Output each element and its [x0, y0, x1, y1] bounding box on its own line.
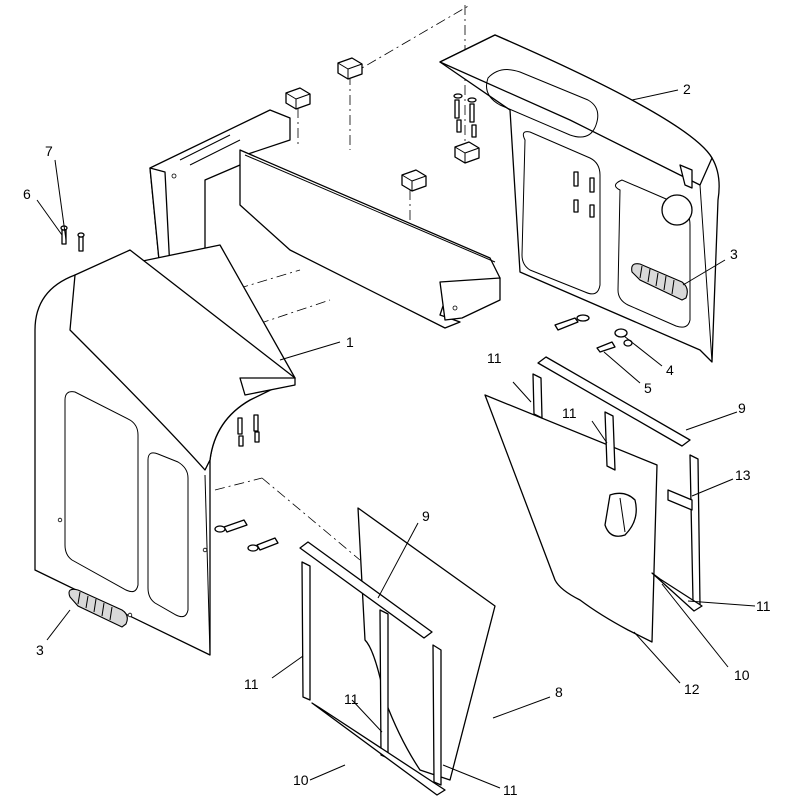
callout-3-right: 3 [730, 246, 738, 262]
callout-5: 5 [644, 380, 652, 396]
callout-10-center: 10 [293, 772, 309, 788]
callout-3-left: 3 [36, 642, 44, 658]
assembly-center-lines [199, 4, 471, 561]
handle-left [68, 588, 128, 628]
callout-12: 12 [684, 681, 700, 697]
right-side-panel [439, 34, 720, 363]
callouts: 1 2 3 4 5 6 7 3 9 9 13 11 10 12 11 11 8 … [23, 81, 771, 798]
clip-nut-3 [401, 169, 427, 192]
leader-lines [36, 89, 756, 789]
callout-2: 2 [683, 81, 691, 97]
callout-8: 8 [555, 684, 563, 700]
callout-11-center-mid: 11 [344, 691, 359, 707]
screws-right-panel [453, 93, 595, 218]
bolt-washer-set [554, 314, 633, 353]
seal-strips-right [532, 356, 703, 612]
callout-4: 4 [666, 362, 674, 378]
seal-strips-center [299, 541, 446, 796]
callout-11-center-left: 11 [244, 676, 259, 692]
callout-6: 6 [23, 186, 31, 202]
callout-9-right: 9 [738, 400, 746, 416]
callout-1: 1 [346, 334, 354, 350]
insulation-panel-center [357, 507, 496, 781]
clip-nut-2 [337, 57, 363, 80]
callout-11-right-top: 11 [487, 350, 502, 366]
callout-11-right-bottom: 11 [756, 598, 771, 614]
screws-left-panel [60, 225, 279, 552]
callout-13: 13 [735, 467, 751, 483]
insulation-panel-right [484, 394, 658, 643]
callout-10-right: 10 [734, 667, 750, 683]
callout-11-center-bottom: 11 [503, 782, 518, 798]
handle-right [631, 263, 688, 301]
callout-11-right-mid: 11 [562, 405, 577, 421]
clip-nut-4 [454, 141, 480, 164]
clip-nut-1 [285, 87, 311, 110]
callout-7: 7 [45, 143, 53, 159]
callout-9-center: 9 [422, 508, 430, 524]
left-side-panel [34, 244, 296, 656]
